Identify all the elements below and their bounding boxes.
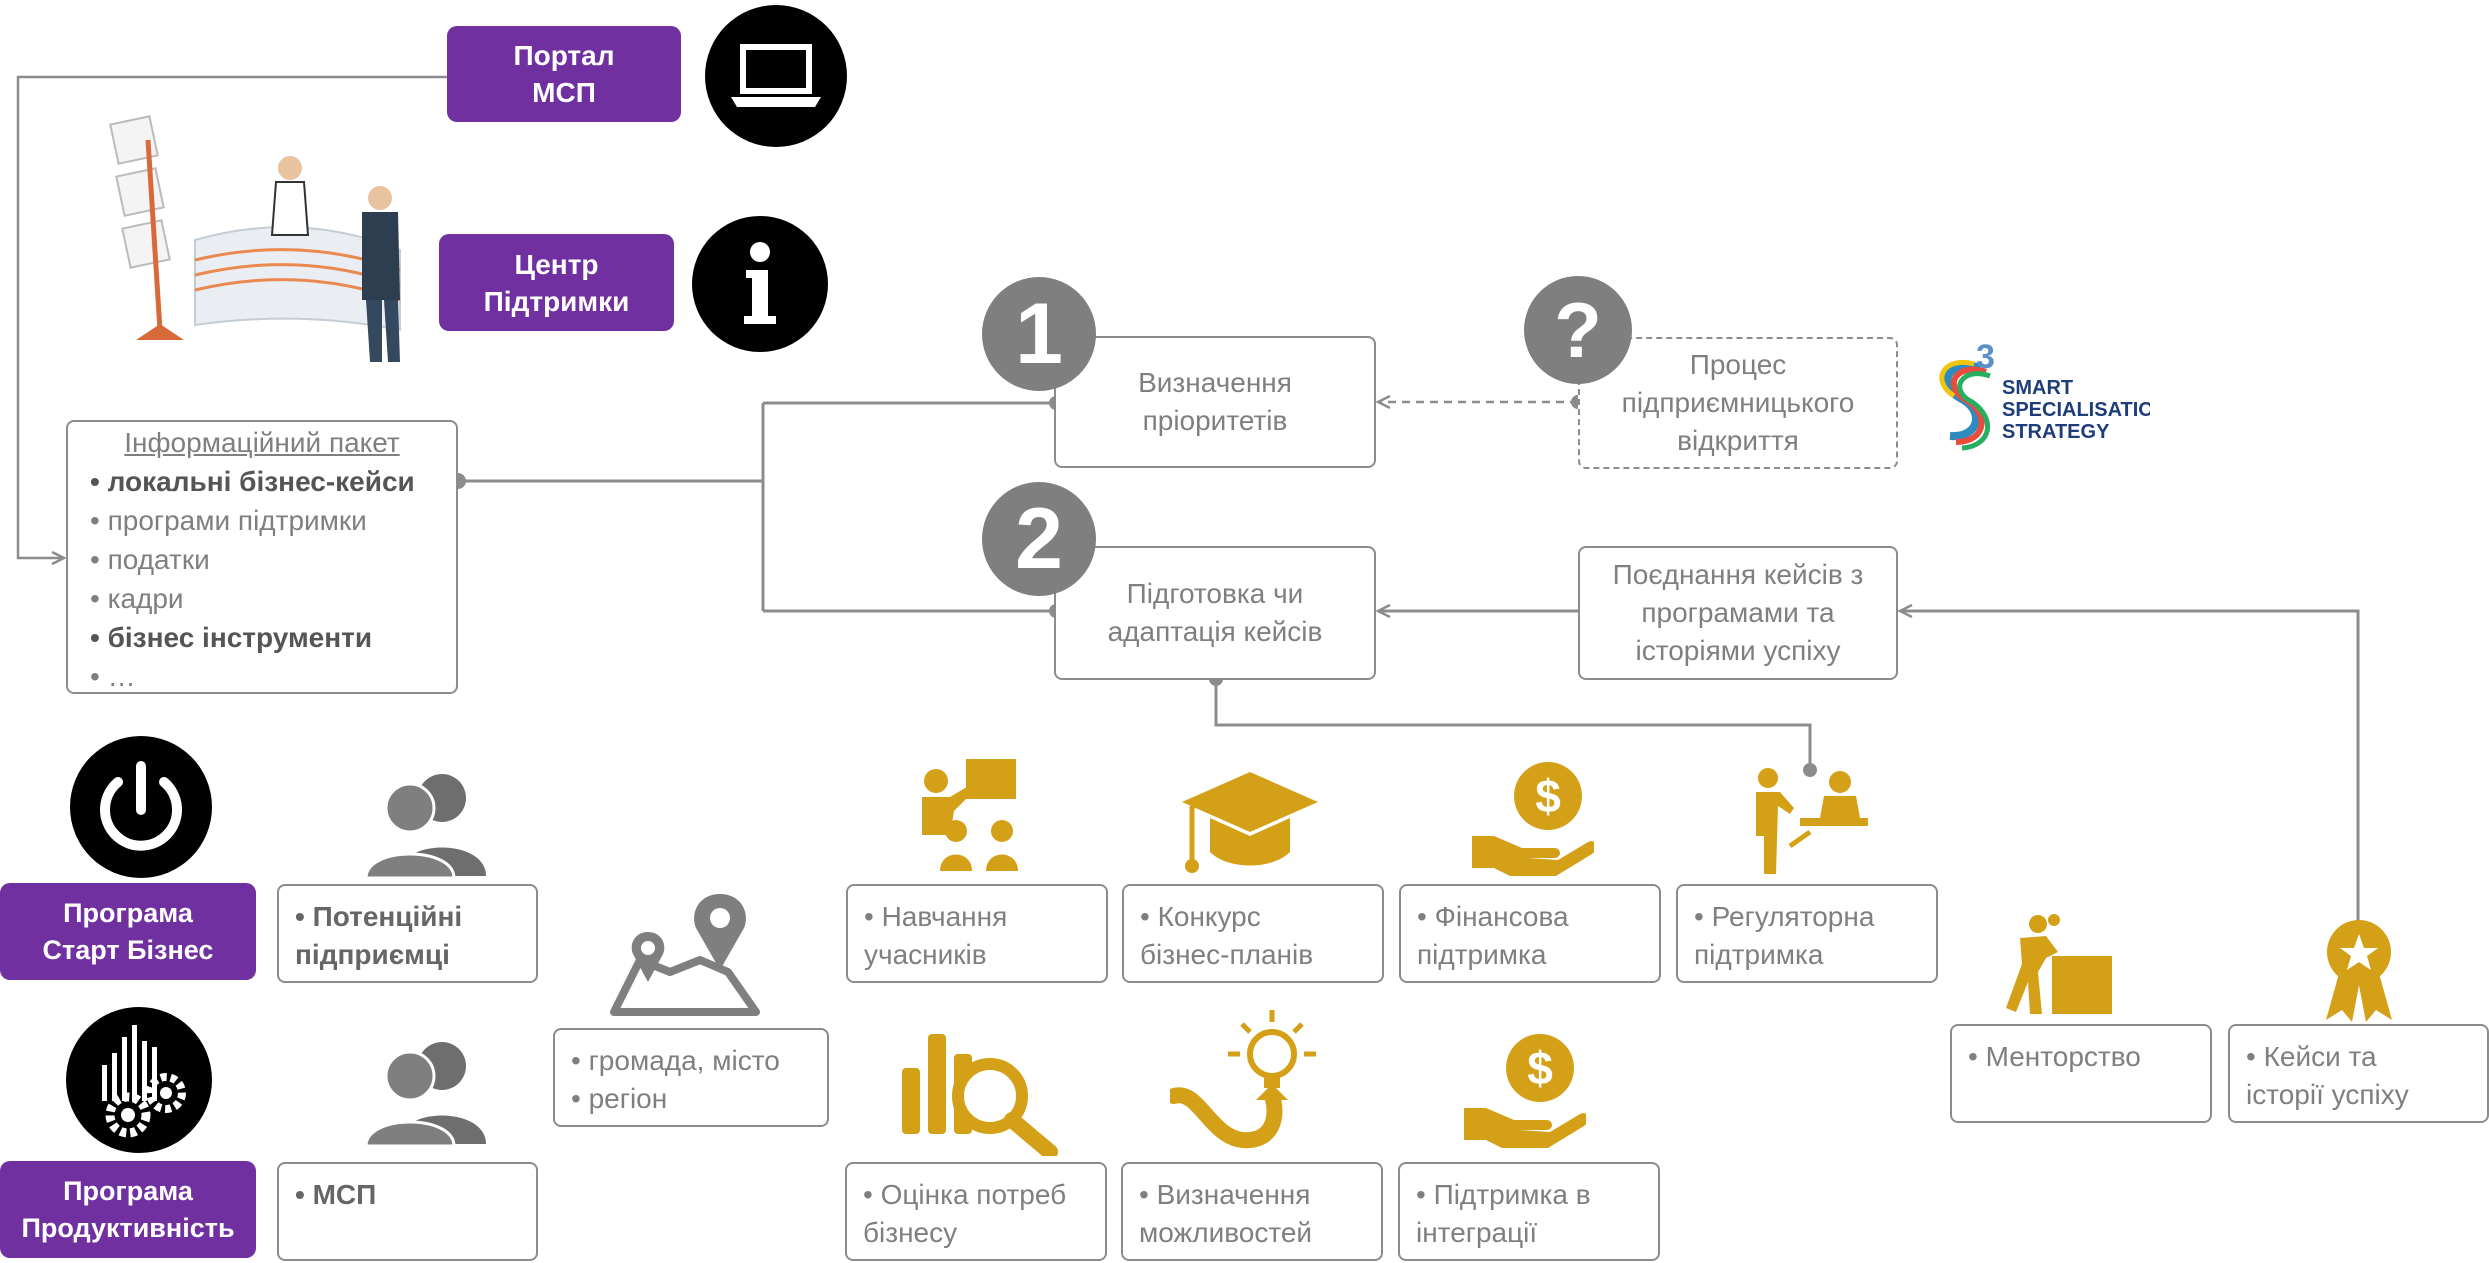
laptop-icon — [705, 5, 847, 147]
step2-box: Підготовка чи адаптація кейсів — [1054, 546, 1376, 680]
potential-entrepreneurs-box: • Потенційні підприємці — [277, 884, 538, 983]
info-item: • кадри — [90, 583, 184, 614]
success-cases-box: • Кейси та історії успіху — [2228, 1024, 2489, 1123]
training-box: • Навчання учасників — [846, 884, 1108, 983]
combine-box: Поєднання кейсів з програмами та історія… — [1578, 546, 1898, 680]
logo-number: 3 — [1976, 338, 1995, 376]
money-hand-icon: $ — [1462, 1032, 1586, 1150]
info-item: • бізнес інструменти — [90, 622, 373, 653]
info-item: • локальні бізнес-кейси — [90, 466, 415, 497]
analysis-magnifier-icon — [900, 1030, 1066, 1156]
support-center-label: Центр Підтримки — [439, 234, 674, 331]
program-start-business-label: Програма Старт Бізнес — [0, 883, 256, 980]
needs-assessment-box: • Оцінка потреб бізнесу — [845, 1162, 1107, 1261]
svg-text:$: $ — [1535, 770, 1561, 822]
info-item: • … — [90, 661, 136, 692]
question-icon: ? — [1524, 276, 1632, 384]
contest-box: • Конкурс бізнес-планів — [1122, 884, 1384, 983]
svg-text:$: $ — [1527, 1042, 1553, 1094]
step1-number: 1 — [982, 277, 1096, 391]
portal-label: Портал МСП — [447, 26, 681, 122]
training-icon — [910, 755, 1030, 875]
reception-illustration — [100, 110, 420, 370]
lightbulb-idea-icon — [1170, 1004, 1320, 1152]
process-box: Процес підприємницького відкриття — [1578, 337, 1898, 469]
info-package: Інформаційний пакет • локальні бізнес-ке… — [66, 420, 458, 694]
map-location-icon — [610, 890, 760, 1020]
step1-box: Визначення пріоритетів — [1054, 336, 1376, 468]
logo-line1: SMART — [2002, 377, 2073, 399]
info-package-title: Інформаційний пакет — [124, 427, 400, 458]
people-icon — [362, 768, 492, 878]
mentoring-box: • Менторство — [1950, 1024, 2212, 1123]
regulatory-box: • Регуляторна підтримка — [1676, 884, 1938, 983]
money-hand-icon: $ — [1470, 760, 1594, 878]
gears-chart-icon — [66, 1007, 212, 1153]
info-item: • програми підтримки — [90, 505, 367, 536]
logo-line3: STRATEGY — [2002, 421, 2110, 443]
power-icon — [70, 736, 212, 878]
info-item: • податки — [90, 544, 210, 575]
opportunities-box: • Визначення можливостей — [1121, 1162, 1383, 1261]
step2-number: 2 — [982, 482, 1096, 596]
region-box: • громада, місто • регіон — [553, 1028, 829, 1127]
finance-box: • Фінансова підтримка — [1399, 884, 1661, 983]
sme-box: • МСП — [277, 1162, 538, 1261]
graduation-cap-icon — [1178, 766, 1322, 882]
logo-line2: SPECIALISATION — [2002, 399, 2150, 421]
regulatory-icon — [1750, 766, 1868, 876]
program-productivity-label: Програма Продуктивність — [0, 1161, 256, 1258]
smart-specialisation-logo: 3 SMART SPECIALISATION STRATEGY — [1930, 338, 2150, 458]
integration-box: • Підтримка в інтеграції — [1398, 1162, 1660, 1261]
mentoring-icon — [2002, 912, 2114, 1016]
people-icon — [362, 1036, 492, 1146]
info-icon — [692, 216, 828, 352]
award-ribbon-icon — [2322, 918, 2396, 1024]
